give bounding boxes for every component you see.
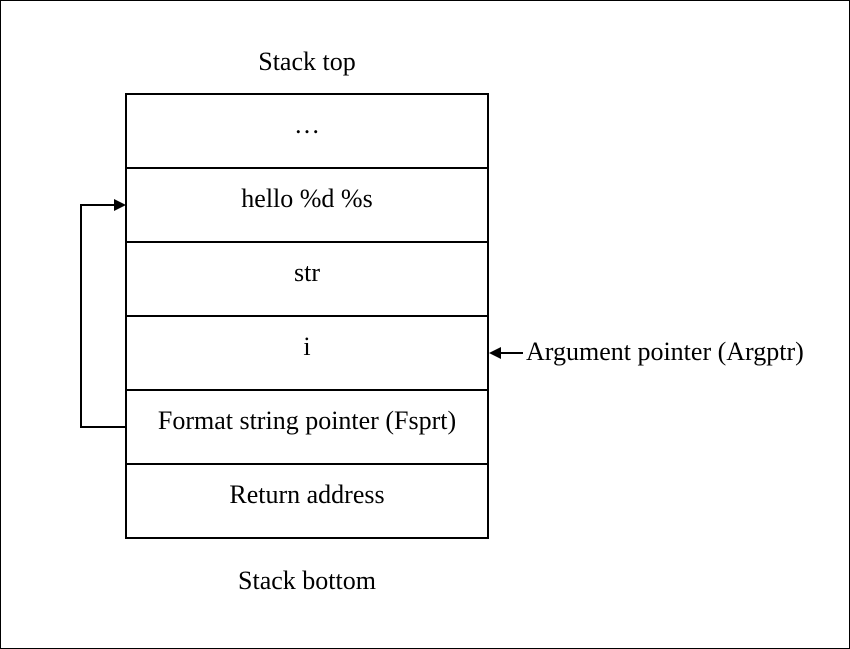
stack-frame: … hello %d %s str i Format string pointe… xyxy=(125,93,489,539)
argument-pointer-arrowhead-icon xyxy=(489,347,501,359)
stack-top-label: Stack top xyxy=(258,47,356,76)
format-pointer-arrowhead-icon xyxy=(114,199,126,211)
stack-cell-str: str xyxy=(127,243,487,317)
argument-pointer-label: Argument pointer (Argptr) xyxy=(526,337,804,366)
stack-cell-format-string: hello %d %s xyxy=(127,169,487,243)
stack-cell-ellipsis: … xyxy=(127,95,487,169)
format-pointer-connector xyxy=(80,204,125,428)
stack-cell-format-pointer: Format string pointer (Fsprt) xyxy=(127,391,487,465)
stack-cell-i: i xyxy=(127,317,487,391)
stack-bottom-label: Stack bottom xyxy=(238,566,376,595)
stack-cell-return-address: Return address xyxy=(229,480,385,509)
